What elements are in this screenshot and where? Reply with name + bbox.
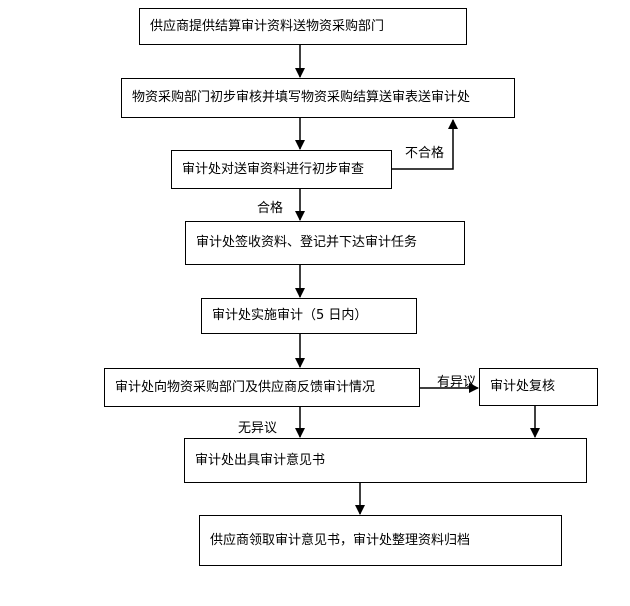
step-procurement-review: 物资采购部门初步审核并填写物资采购结算送审表送审计处	[121, 78, 515, 118]
step-recheck: 审计处复核	[479, 368, 598, 406]
step-conduct-audit: 审计处实施审计（5 日内）	[201, 298, 417, 334]
arrow-s3-fail-s2	[392, 119, 458, 170]
step-audit-preliminary-check: 审计处对送审资料进行初步审查	[171, 150, 392, 189]
edge-label-objection: 有异议	[437, 375, 477, 390]
step-submit-materials: 供应商提供结算审计资料送物资采购部门	[139, 8, 467, 45]
edge-label-pass: 合格	[257, 201, 284, 216]
step-issue-opinion: 审计处出具审计意见书	[184, 438, 587, 483]
step-collect-and-archive: 供应商领取审计意见书，审计处整理资料归档	[199, 515, 562, 566]
edge-label-fail: 不合格	[405, 146, 445, 161]
step-feedback-results: 审计处向物资采购部门及供应商反馈审计情况	[104, 368, 420, 407]
edge-label-no-objection: 无异议	[238, 421, 278, 436]
step-sign-register-assign: 审计处签收资料、登记并下达审计任务	[185, 221, 465, 265]
